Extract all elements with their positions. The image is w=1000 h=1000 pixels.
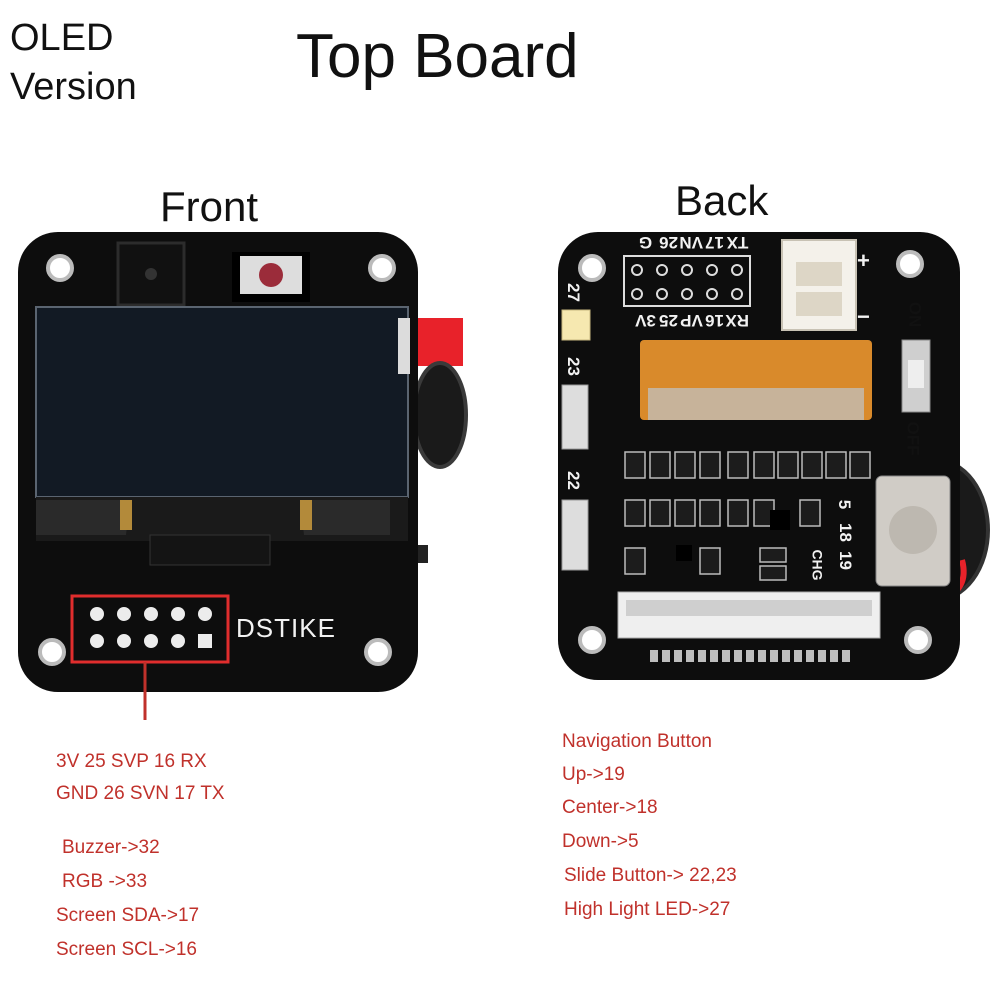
back-header-top-labels: TX17VN26G — [638, 233, 749, 252]
back-note-led: High Light LED->27 — [564, 899, 731, 920]
pin-header-highlight — [70, 594, 230, 664]
pin-header — [90, 607, 212, 648]
chg-label: CHG — [809, 549, 826, 581]
front-pin-note-1: 3V 25 SVP 16 RX — [56, 751, 207, 772]
back-mount-hole-tr — [896, 250, 924, 278]
oled-screen — [35, 306, 409, 498]
back-header-bottom-labels: RX16VP253V — [635, 311, 749, 330]
front-pin-note-2: GND 26 SVN 17 TX — [56, 783, 225, 804]
slide-22-label: 22 — [563, 471, 583, 490]
page-title: Top Board — [296, 22, 579, 91]
scroll-wheel — [412, 361, 468, 469]
led-gpio-label: 27 — [563, 283, 583, 302]
back-note-slide: Slide Button-> 22,23 — [564, 865, 737, 886]
mount-hole-tl — [46, 254, 74, 282]
high-light-led — [561, 309, 591, 341]
battery-plus-label: + — [857, 248, 870, 273]
switch-on-label: ON — [905, 301, 925, 328]
front-gpio-note-buzzer: Buzzer->32 — [62, 837, 160, 858]
nav-18-label: 18 — [835, 523, 855, 542]
smd-components — [624, 451, 871, 581]
battery-minus-label: − — [857, 304, 870, 329]
version-line-2: Version — [10, 66, 137, 109]
slide-23-label: 23 — [563, 357, 583, 376]
mount-hole-tr — [368, 254, 396, 282]
back-note-up: Up->19 — [562, 764, 625, 785]
brand-label: DSTIKE — [236, 613, 336, 643]
back-label: Back — [675, 177, 769, 224]
back-pin-header — [623, 255, 751, 307]
back-note-center: Center->18 — [562, 797, 658, 818]
back-board-graphic — [558, 232, 990, 680]
back-mount-hole-bl — [578, 626, 606, 654]
back-mount-hole-tl — [578, 254, 606, 282]
back-note-nav-title: Navigation Button — [562, 731, 712, 752]
slide-button-22 — [561, 499, 589, 571]
nav-5-label: 5 — [835, 499, 855, 510]
version-label: OLED Version — [10, 14, 137, 113]
front-gpio-note-sda: Screen SDA->17 — [56, 905, 200, 926]
back-board-photo: TX17VN26G RX16VP253V 27 23 22 + − ON OFF… — [500, 0, 1000, 720]
mount-hole-br — [364, 638, 392, 666]
front-board-photo: DSTIKE — [0, 0, 500, 720]
nav-19-label: 19 — [835, 551, 855, 570]
front-gpio-note-scl: Screen SCL->16 — [56, 939, 197, 960]
back-mount-hole-br — [904, 626, 932, 654]
front-board-graphic — [18, 232, 468, 720]
front-gpio-note-rgb: RGB ->33 — [62, 871, 148, 892]
mount-hole-bl — [38, 638, 66, 666]
slide-button-23 — [561, 384, 589, 450]
screen-flex — [149, 534, 271, 566]
front-label: Front — [160, 183, 259, 230]
back-note-down: Down->5 — [562, 831, 639, 852]
version-line-1: OLED — [10, 17, 114, 59]
switch-off-label: OFF — [903, 421, 923, 456]
